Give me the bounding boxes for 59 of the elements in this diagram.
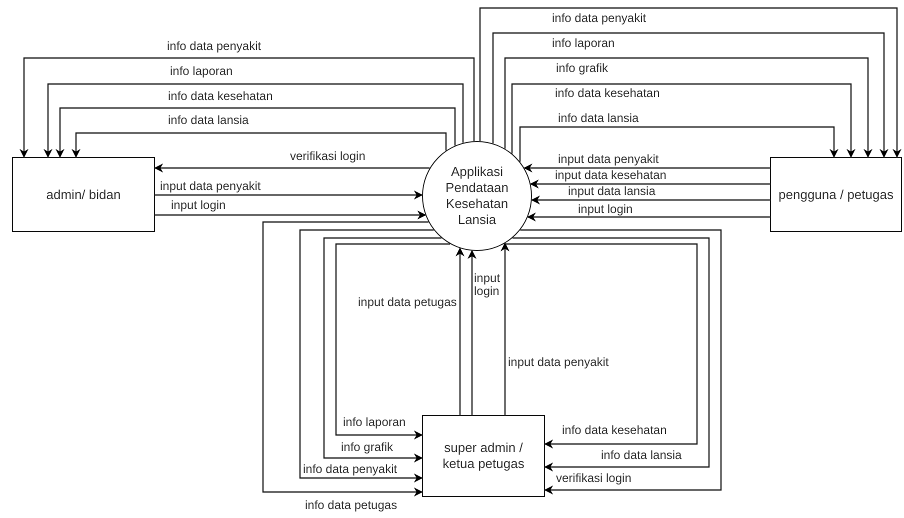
edge-label: input data penyakit [558,153,659,166]
edge-label: input login [171,199,226,212]
flow-arrow [519,126,838,162]
flow-arrow [299,229,434,482]
flow-arrow [504,57,872,158]
flow-arrow [523,164,770,172]
flow-arrow [504,243,698,448]
flow-arrow [500,242,510,415]
flow-arrow [530,180,770,188]
flow-arrow [456,247,464,415]
flow-arrow [72,132,447,158]
flow-arrow [531,196,770,204]
edge-label: info data penyakit [303,463,398,476]
edge-label: info data lansia [558,112,639,125]
edge-label: info grafik [556,62,608,75]
node-label: Applikasi Pendataan Kesehatan Lansia [444,164,510,228]
edge-label: info data lansia [168,114,249,127]
flow-arrow [511,83,856,158]
entity-box [422,415,545,497]
node-label: admin/ bidan [46,186,121,202]
edge-label: input login [578,203,633,216]
edge-label: info data lansia [601,449,682,462]
edge-label: info data kesehatan [555,87,660,100]
edge-label: verifikasi login [556,472,632,485]
flow-arrow [155,210,426,220]
flow-arrow [155,190,423,200]
flow-arrow [154,164,430,172]
edge-label: info grafik [341,441,394,454]
edge-label: info laporan [552,37,615,50]
node-label: pengguna / petugas [778,186,894,202]
edge-label: info laporan [170,65,233,78]
entity-box [12,157,155,232]
edge-label: input data kesehatan [555,169,666,182]
flow-arrow [492,32,888,158]
edge-label: info data penyakit [552,12,646,25]
flow-arrow [468,250,476,415]
flow-arrow [526,212,770,222]
flow-arrow [262,221,428,496]
edge-label: info data petugas [305,499,398,512]
edge-label: info data penyakit [167,40,262,53]
flow-arrow [323,237,442,462]
edge-label: input login [474,272,502,298]
edge-label: input data penyakit [160,180,261,193]
flow-arrow [335,243,450,440]
edge-label: info laporan [343,416,406,429]
edge-label: verifikasi login [290,150,366,163]
flow-arrow [512,237,710,472]
edge-label: input data lansia [568,185,656,198]
edge-label: input data petugas [358,296,457,309]
node-label: super admin / ketua petugas [442,440,526,472]
edge-label: input data penyakit [508,356,609,369]
edge-label: info data kesehatan [168,90,273,103]
edge-label: info data kesehatan [562,424,667,437]
flow-arrow [56,107,456,158]
flow-arrow [20,57,475,158]
entity-box [770,157,902,232]
flow-arrow [44,83,464,158]
flow-arrow [479,7,902,158]
flow-arrow [520,229,722,494]
